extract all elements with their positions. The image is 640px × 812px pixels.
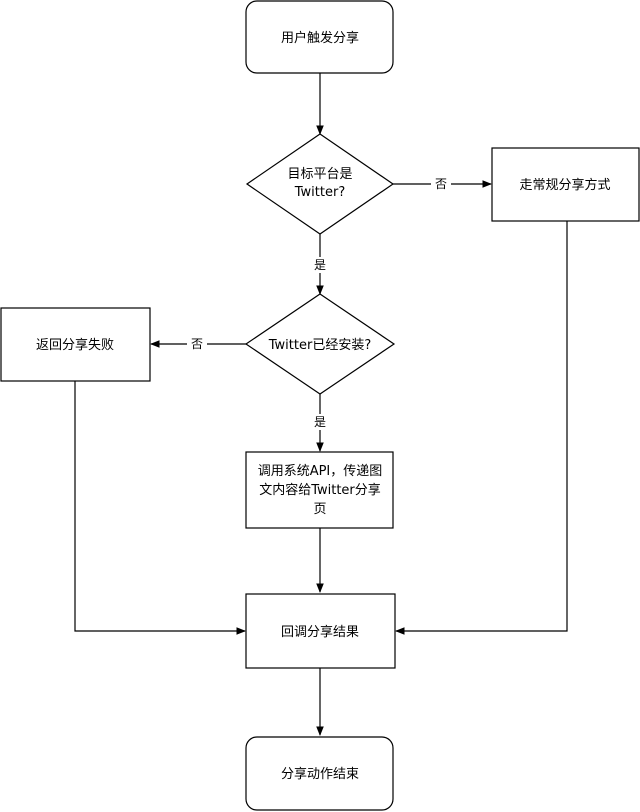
node-is-twitter-line2: Twitter? [294, 185, 345, 200]
edge-label-is-twitter-no: 否 [435, 177, 447, 191]
edge-label-bg [431, 176, 451, 192]
node-end: 分享动作结束 [245, 736, 394, 811]
node-end-label: 分享动作结束 [281, 766, 359, 782]
node-return-fail-label: 返回分享失败 [36, 337, 114, 353]
node-start: 用户触发分享 [245, 0, 394, 74]
node-normal-share-label: 走常规分享方式 [519, 177, 610, 193]
edge-label-bg [310, 414, 330, 430]
node-call-api-line1: 调用系统API，传递图 [258, 464, 383, 479]
node-normal-share: 走常规分享方式 [491, 147, 640, 222]
edge-label-bg [187, 336, 207, 352]
node-is-twitter: 目标平台是 Twitter? [245, 133, 395, 235]
node-twitter-installed-label: Twitter已经安装? [268, 338, 371, 353]
node-call-api-line3: 页 [313, 502, 326, 517]
edge-label-installed-no: 否 [191, 337, 203, 351]
node-call-api-line2: 文内容给Twitter分享 [259, 482, 381, 498]
node-callback: 回调分享结果 [245, 593, 396, 669]
node-is-twitter-line1: 目标平台是 [287, 167, 352, 182]
edge-label-is-twitter-yes: 是 [314, 258, 326, 272]
node-start-label: 用户触发分享 [281, 30, 359, 46]
edge-label-installed-yes: 是 [314, 415, 326, 429]
edge-return-fail-to-callback [74, 381, 246, 635]
node-callback-label: 回调分享结果 [281, 624, 359, 640]
edge-labels: 否 是 否 是 [187, 176, 451, 430]
edge-label-bg [310, 257, 330, 273]
node-call-api: 调用系统API，传递图 文内容给Twitter分享 页 [245, 451, 394, 529]
node-return-fail: 返回分享失败 [0, 307, 151, 382]
edge-normal-share-to-callback [395, 221, 568, 635]
node-twitter-installed: Twitter已经安装? [244, 293, 396, 395]
